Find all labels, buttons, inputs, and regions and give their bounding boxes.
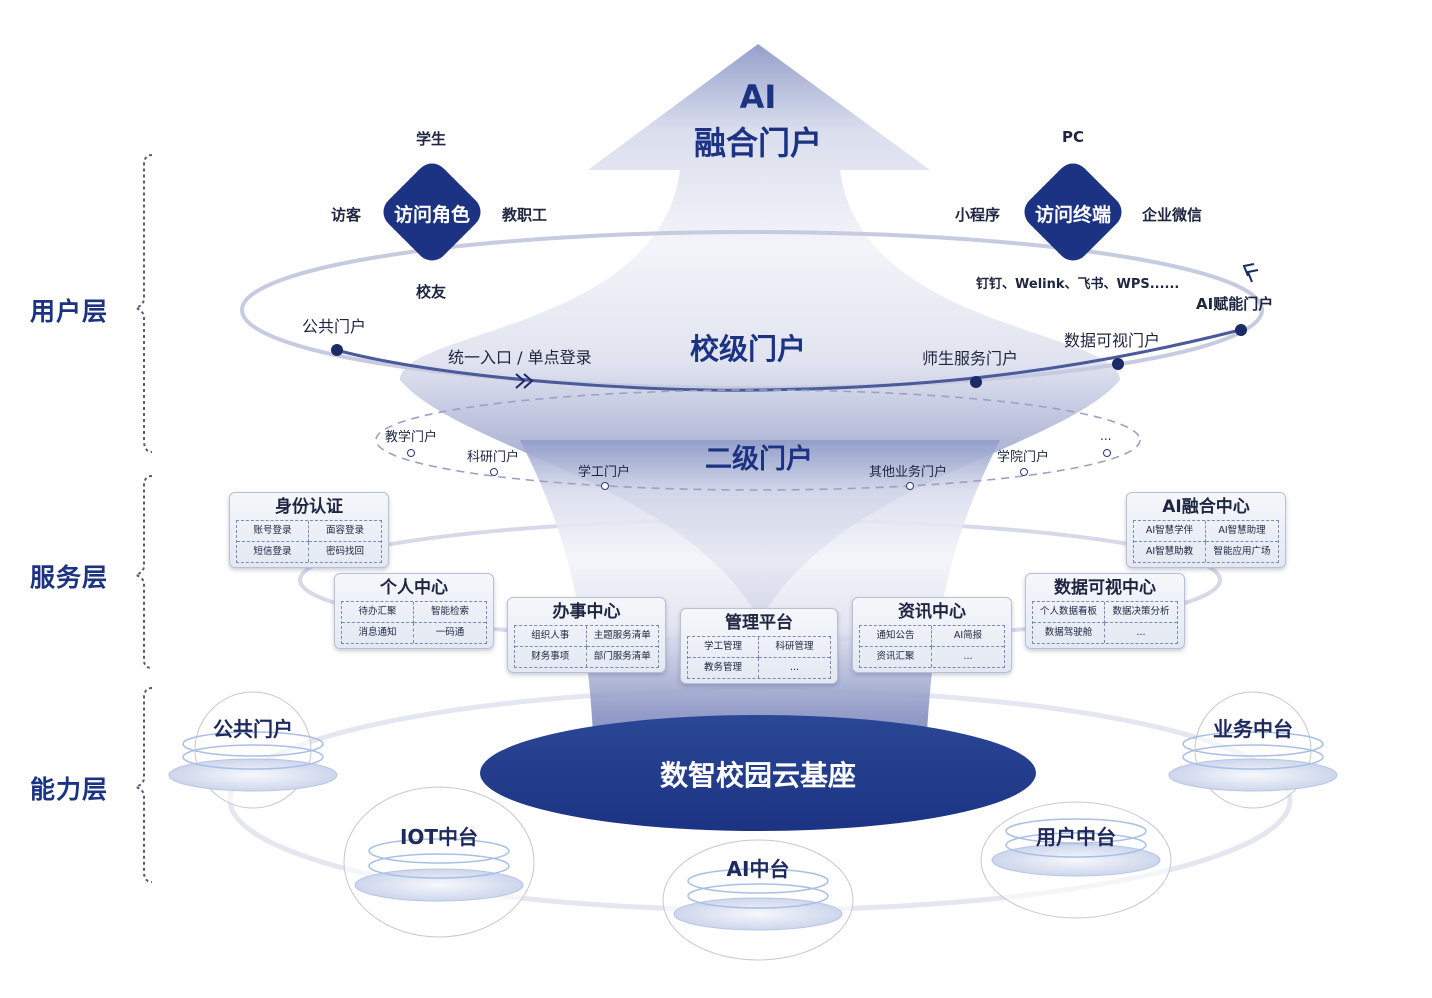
card-item[interactable]: 短信登录	[237, 542, 309, 562]
card-title: 身份认证	[275, 497, 343, 517]
card-item[interactable]: 通知公告	[860, 626, 932, 647]
card-item[interactable]: AI智慧学伴	[1134, 521, 1206, 542]
sub-portal-college-dot[interactable]	[1020, 468, 1028, 476]
sub-portal-student-affairs-dot[interactable]	[601, 482, 609, 490]
secondary-portal-ring	[375, 389, 1141, 491]
terminal-miniprogram: 小程序	[955, 206, 1001, 224]
sub-portal-student-affairs-label: 学工门户	[578, 465, 631, 480]
portal-node-public-label: 公共门户	[302, 317, 367, 336]
service-card-management[interactable]: 管理平台 学工管理 科研管理 教务管理 ...	[680, 608, 838, 684]
role-visitor: 访客	[331, 206, 362, 224]
double-chevron-up-left-icon	[1242, 263, 1259, 283]
card-item[interactable]: AI简报	[932, 626, 1004, 647]
sub-portal-other-label: 其他业务门户	[869, 465, 948, 480]
cloud-base-title: 数智校园云基座	[659, 759, 856, 792]
card-item[interactable]: AI智慧助教	[1134, 542, 1206, 562]
card-item[interactable]: 部门服务清单	[593, 651, 651, 662]
terminal-others: 钉钉、Welink、飞书、WPS......	[976, 277, 1180, 292]
card-item[interactable]: 组织人事	[515, 626, 587, 647]
sub-portal-teaching-label: 教学门户	[385, 430, 438, 445]
platform-iot[interactable]: IOT中台	[399, 825, 479, 849]
card-item[interactable]: 资讯汇聚	[860, 647, 932, 667]
layer-label-capability: 能力层	[30, 775, 109, 804]
role-alumni: 校友	[416, 283, 447, 301]
portal-node-ai-label: AI赋能门户	[1196, 295, 1274, 313]
card-item[interactable]: 主题服务清单	[586, 626, 658, 647]
platform-user[interactable]: 用户中台	[1036, 825, 1116, 849]
platform-public-portal[interactable]: 公共门户	[213, 717, 293, 741]
bracket-user	[133, 154, 153, 453]
card-item[interactable]: 消息通知	[342, 623, 414, 643]
sub-portal-more-dot[interactable]	[1103, 449, 1111, 457]
card-item[interactable]: 一码通	[435, 627, 465, 638]
arrow-title-portal: 融合门户	[693, 124, 822, 162]
bracket-capability	[133, 687, 153, 883]
sub-portal-teaching-dot[interactable]	[407, 449, 415, 457]
card-item[interactable]: 学工管理	[688, 637, 759, 658]
platform-bubble-public	[168, 691, 338, 809]
portal-node-service-dot[interactable]	[970, 376, 982, 388]
portal-node-data-dot[interactable]	[1112, 358, 1124, 370]
card-item[interactable]: 待办汇聚	[342, 602, 414, 623]
card-item[interactable]: 智能应用广场	[1213, 546, 1271, 557]
arrow-title-ai: AI	[739, 78, 777, 116]
sub-portal-research-dot[interactable]	[490, 468, 498, 476]
sub-portal-research-label: 科研门户	[467, 450, 520, 465]
layer-label-user: 用户层	[30, 297, 109, 326]
platform-bubble-business	[1168, 691, 1338, 809]
portal-node-public-dot[interactable]	[331, 344, 343, 356]
card-title: 资讯中心	[898, 602, 966, 622]
card-item[interactable]: 个人数据看板	[1033, 602, 1105, 623]
service-card-affairs[interactable]: 办事中心 组织人事 主题服务清单 财务事项 部门服务清单	[507, 597, 666, 673]
card-item[interactable]: 面容登录	[309, 521, 381, 542]
platform-bubble-user	[980, 801, 1172, 919]
card-item[interactable]: 账号登录	[237, 521, 309, 542]
platform-business[interactable]: 业务中台	[1213, 717, 1293, 741]
platform-ai[interactable]: AI中台	[726, 857, 790, 881]
card-item[interactable]: ...	[1136, 627, 1146, 638]
card-item[interactable]: 数据决策分析	[1105, 602, 1177, 623]
terminal-wecom: 企业微信	[1142, 206, 1203, 224]
card-item[interactable]: AI智慧助理	[1206, 521, 1278, 542]
service-card-personal[interactable]: 个人中心 待办汇聚 智能检索 消息通知 一码通	[334, 573, 494, 649]
bracket-service	[133, 475, 153, 669]
sub-portal-other-dot[interactable]	[906, 482, 914, 490]
service-card-identity[interactable]: 身份认证 账号登录 面容登录 短信登录 密码找回	[229, 492, 389, 568]
double-chevron-right-icon	[515, 373, 534, 389]
service-card-ai-fusion[interactable]: AI融合中心 AI智慧学伴 AI智慧助理 AI智慧助教 智能应用广场	[1126, 492, 1286, 568]
card-title: 数据可视中心	[1054, 578, 1156, 598]
card-item[interactable]: 教务管理	[688, 658, 759, 678]
portal-node-data-label: 数据可视门户	[1064, 331, 1161, 350]
layer-label-service: 服务层	[30, 563, 109, 592]
service-card-news[interactable]: 资讯中心 通知公告 AI简报 资讯汇聚 ...	[852, 597, 1012, 673]
card-title: 管理平台	[725, 613, 793, 633]
service-card-data-visual[interactable]: 数据可视中心 个人数据看板 数据决策分析 数据驾驶舱 ...	[1025, 573, 1185, 649]
terminal-pc: PC	[1062, 128, 1085, 146]
platform-bubble-ai	[662, 839, 854, 961]
card-item[interactable]: 智能检索	[414, 602, 486, 623]
card-item[interactable]: 数据驾驶舱	[1033, 623, 1105, 643]
card-item[interactable]: 密码找回	[325, 546, 364, 557]
platform-bubble-iot	[343, 786, 535, 938]
access-terminals-title: 访问终端	[1034, 204, 1111, 226]
card-item[interactable]: ...	[963, 651, 973, 662]
portal-node-service-label: 师生服务门户	[922, 349, 1019, 368]
card-item[interactable]: ...	[789, 662, 800, 673]
access-roles-title: 访问角色	[393, 204, 470, 226]
role-staff: 教职工	[502, 206, 548, 224]
card-title: AI融合中心	[1162, 497, 1250, 517]
sub-portal-college-label: 学院门户	[997, 450, 1050, 465]
school-portal-title: 校级门户	[690, 332, 807, 366]
cloud-base-ellipse	[480, 715, 1036, 831]
card-item[interactable]: 财务事项	[515, 647, 587, 667]
card-title: 办事中心	[552, 602, 621, 622]
card-title: 个人中心	[380, 578, 448, 598]
card-item[interactable]: 科研管理	[759, 637, 830, 658]
sub-portal-more-label: ...	[1100, 429, 1112, 443]
unified-entry-label: 统一入口 / 单点登录	[448, 348, 592, 367]
school-portal-ring	[240, 230, 1264, 390]
portal-node-ai-dot[interactable]	[1235, 324, 1247, 336]
secondary-portal-title: 二级门户	[705, 444, 813, 475]
role-student: 学生	[416, 130, 447, 148]
